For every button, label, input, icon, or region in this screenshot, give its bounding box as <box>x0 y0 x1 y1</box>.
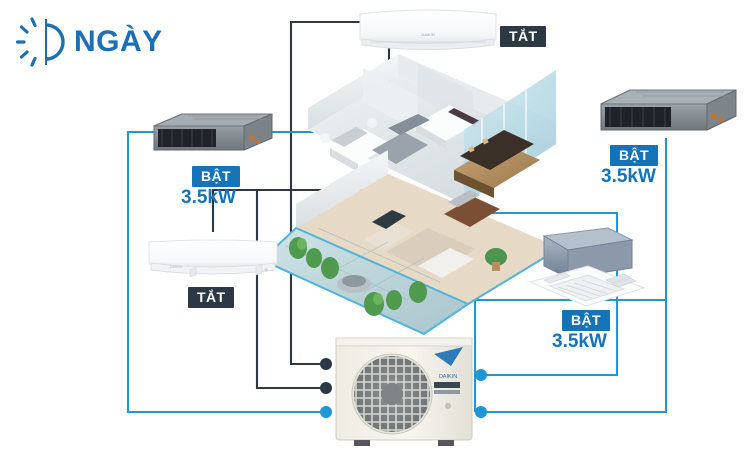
right-ducted-unit[interactable] <box>596 84 742 138</box>
wire-dot-on-1 <box>320 406 332 418</box>
outdoor-brand-mark: DAIKIN <box>439 374 457 380</box>
day-mode-logo: NGÀY <box>15 16 163 68</box>
house-cutaway-illustration <box>268 52 564 342</box>
cassette-unit[interactable] <box>520 226 648 308</box>
top-wall-unit-state-badge: TẮT <box>500 26 547 47</box>
wire-dot-off-1 <box>320 358 332 370</box>
left-ducted-unit-capacity: 3.5kW <box>181 187 236 208</box>
cassette-unit-capacity: 3.5kW <box>552 331 607 352</box>
cassette-unit-state-badge: BẬT <box>562 310 610 331</box>
right-ducted-unit-capacity: 3.5kW <box>601 166 656 187</box>
wire-dot-off-2 <box>320 382 332 394</box>
wire-dot-on-2 <box>475 369 487 381</box>
left-wall-unit[interactable]: DAIKIN <box>146 236 280 282</box>
left-ducted-unit-state-badge: BẬT <box>192 166 240 187</box>
daikin-outdoor-condenser[interactable]: DAIKIN <box>330 332 478 454</box>
top-wall-unit[interactable]: DAIKIN <box>356 6 500 54</box>
logo-label: NGÀY <box>74 25 163 58</box>
left-ducted-unit[interactable] <box>148 108 278 158</box>
wire-dot-on-3 <box>475 406 487 418</box>
svg-text:DAIKIN: DAIKIN <box>421 32 434 37</box>
half-sun-icon <box>15 16 68 68</box>
svg-text:DAIKIN: DAIKIN <box>170 265 182 269</box>
right-ducted-unit-state-badge: BẬT <box>610 145 658 166</box>
left-wall-unit-state-badge: TẮT <box>188 287 235 308</box>
